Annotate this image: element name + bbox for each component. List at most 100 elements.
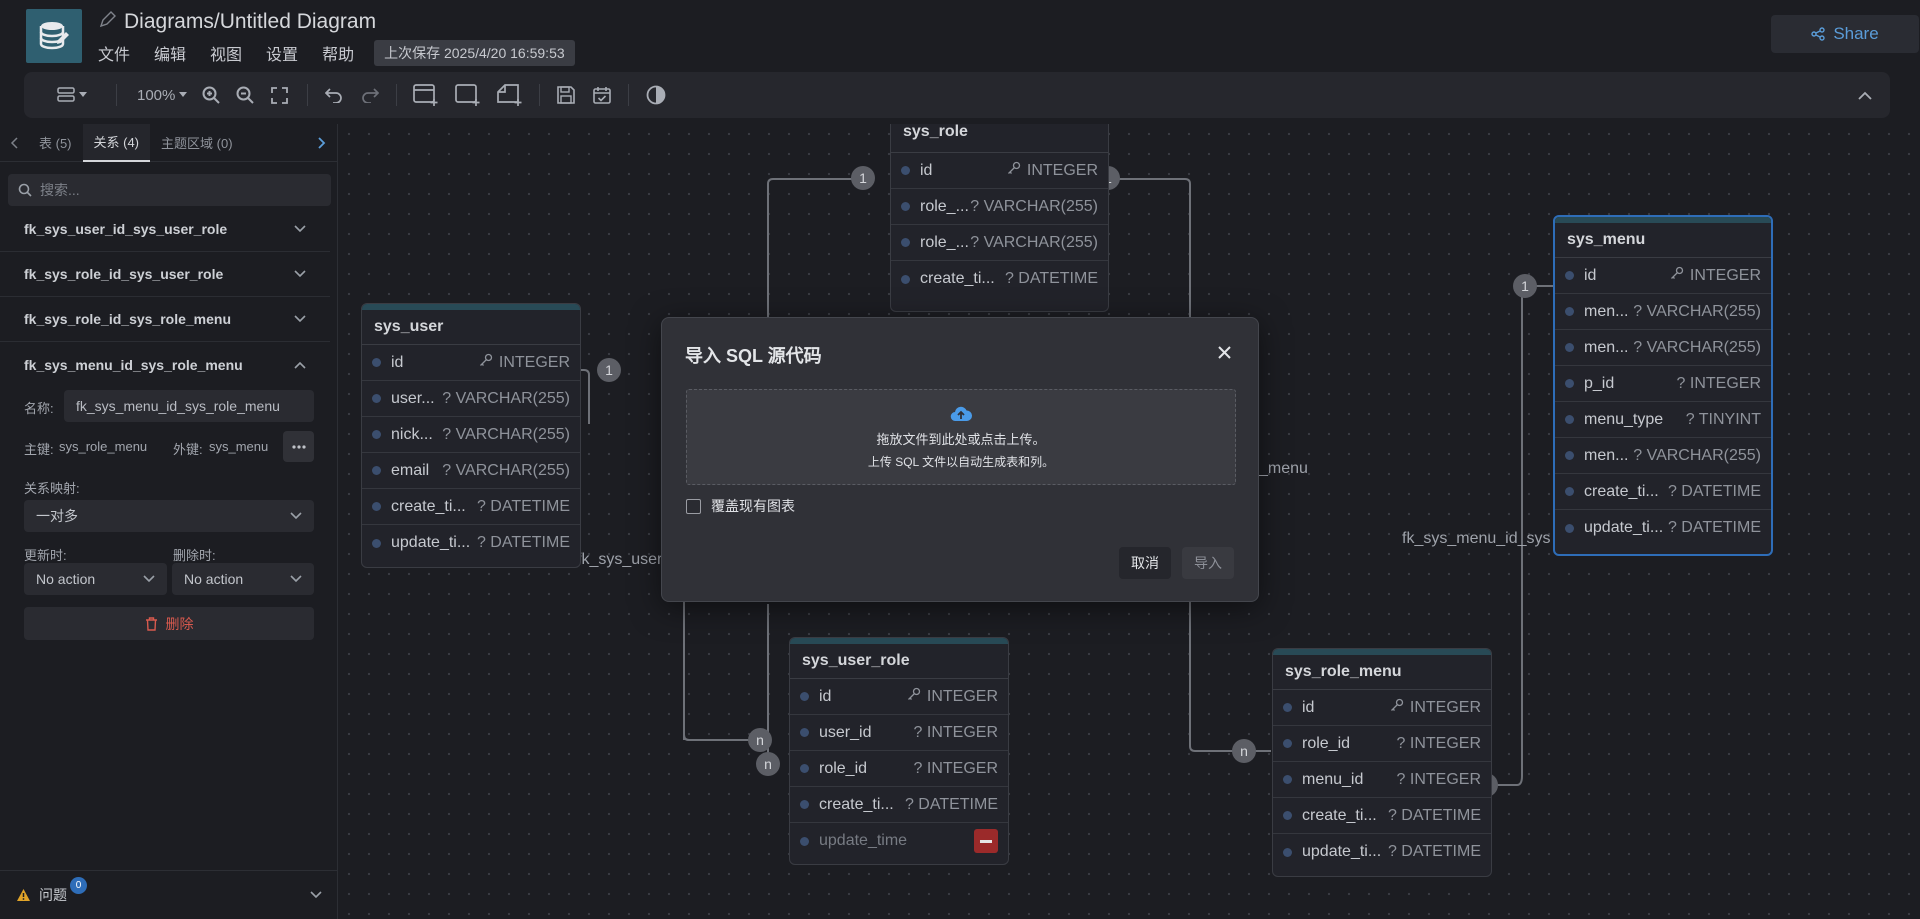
field-row[interactable]: user_id? INTEGER: [790, 715, 1008, 751]
table-sys-menu[interactable]: sys_menu id INTEGER men...? VARCHAR(255)…: [1553, 215, 1773, 556]
overwrite-checkbox-row[interactable]: 覆盖现有图表: [686, 496, 795, 516]
app-logo[interactable]: [26, 9, 82, 63]
table-sys-user-role[interactable]: sys_user_role id INTEGER user_id? INTEGE…: [789, 637, 1009, 865]
field-row[interactable]: men...? VARCHAR(255): [1555, 438, 1771, 474]
relationship-name-input[interactable]: fk_sys_menu_id_sys_role_menu: [64, 390, 314, 422]
menu-file[interactable]: 文件: [98, 47, 131, 64]
field-row[interactable]: id INTEGER: [1273, 690, 1491, 726]
chevron-up-icon: [1858, 91, 1872, 100]
share-button[interactable]: Share: [1771, 15, 1919, 53]
field-row[interactable]: update_ti...? DATETIME: [362, 525, 580, 561]
menu-help[interactable]: 帮助: [322, 47, 355, 64]
field-dot: [800, 800, 809, 809]
field-name: create_ti...: [920, 270, 995, 287]
file-dropzone[interactable]: 拖放文件到此处或点击上传。 上传 SQL 文件以自动生成表和列。: [686, 389, 1236, 485]
field-row[interactable]: id INTEGER: [790, 679, 1008, 715]
field-row[interactable]: create_ti...? DATETIME: [1273, 798, 1491, 834]
field-row[interactable]: update_ti...? DATETIME: [1555, 510, 1771, 546]
zoom-select[interactable]: 100%: [137, 87, 188, 104]
relationship-item[interactable]: fk_sys_role_id_sys_user_role: [0, 252, 330, 297]
field-row[interactable]: men...? VARCHAR(255): [1555, 330, 1771, 366]
menu-settings[interactable]: 设置: [266, 47, 299, 64]
tab-relationships[interactable]: 关系 (4): [82, 123, 151, 162]
table-sys-role[interactable]: sys_role id INTEGER role_...? VARCHAR(25…: [890, 124, 1109, 312]
close-button[interactable]: [1214, 342, 1234, 362]
more-options-button[interactable]: [283, 431, 314, 462]
import-button[interactable]: 导入: [1182, 547, 1234, 579]
menu-edit[interactable]: 编辑: [154, 47, 187, 64]
tab-subject-areas[interactable]: 主题区域 (0): [161, 136, 233, 151]
field-row[interactable]: id INTEGER: [891, 153, 1108, 189]
field-row[interactable]: men...? VARCHAR(255): [1555, 294, 1771, 330]
field-row[interactable]: create_ti...? DATETIME: [891, 261, 1108, 297]
field-row[interactable]: role_...? VARCHAR(255): [891, 189, 1108, 225]
field-dot: [1565, 487, 1574, 496]
field-row[interactable]: role_id? INTEGER: [1273, 726, 1491, 762]
table-sys-user[interactable]: sys_user id INTEGER user...? VARCHAR(255…: [361, 303, 581, 568]
diagram-title[interactable]: Diagrams/Untitled Diagram: [124, 10, 377, 33]
add-area-button[interactable]: [455, 82, 481, 108]
cardinality-select[interactable]: 一对多: [24, 500, 314, 532]
field-dot: [1565, 271, 1574, 280]
table-sys-role-menu[interactable]: sys_role_menu id INTEGER role_id? INTEGE…: [1272, 648, 1492, 877]
layout-menu-button[interactable]: [54, 80, 90, 110]
field-row[interactable]: email? VARCHAR(255): [362, 453, 580, 489]
history-button[interactable]: [592, 85, 612, 105]
field-row[interactable]: update_time: [790, 823, 1008, 859]
sidebar: 表 (5) 关系 (4) 主题区域 (0) fk_sys_user_id_sys…: [0, 123, 338, 919]
field-row[interactable]: menu_id? INTEGER: [1273, 762, 1491, 798]
field-row[interactable]: id INTEGER: [362, 345, 580, 381]
field-type: ? VARCHAR(255): [1633, 338, 1761, 356]
relationship-item-expanded[interactable]: fk_sys_menu_id_sys_role_menu: [0, 342, 330, 387]
overwrite-checkbox[interactable]: [686, 498, 701, 514]
search-input[interactable]: [40, 182, 320, 198]
caret-down-icon: [179, 92, 188, 97]
field-dot: [800, 764, 809, 773]
tabs-scroll-right[interactable]: [306, 124, 338, 162]
field-row[interactable]: id INTEGER: [1555, 258, 1771, 294]
key-icon: [1390, 698, 1404, 717]
relationship-item[interactable]: fk_sys_role_id_sys_role_menu: [0, 297, 330, 342]
field-name: create_ti...: [391, 497, 466, 515]
zoom-out-button[interactable]: [235, 85, 255, 105]
field-row[interactable]: create_ti...? DATETIME: [362, 489, 580, 525]
field-row[interactable]: create_ti...? DATETIME: [1555, 474, 1771, 510]
field-name: update_ti...: [1302, 843, 1382, 860]
tabs-scroll-left[interactable]: [0, 124, 28, 162]
redo-button[interactable]: [360, 85, 380, 105]
add-note-button[interactable]: [497, 82, 523, 108]
dropzone-secondary-text: 上传 SQL 文件以自动生成表和列。: [867, 454, 1055, 469]
field-name: id: [1302, 698, 1315, 716]
field-dot: [1565, 307, 1574, 316]
field-row[interactable]: create_ti...? DATETIME: [790, 787, 1008, 823]
zoom-in-button[interactable]: [201, 85, 221, 105]
fit-screen-button[interactable]: [269, 85, 289, 105]
tab-tables[interactable]: 表 (5): [39, 136, 72, 151]
search-box[interactable]: [8, 174, 331, 206]
save-button[interactable]: [556, 85, 576, 105]
field-row[interactable]: user...? VARCHAR(255): [362, 381, 580, 417]
remove-field-button[interactable]: [974, 829, 998, 853]
issues-panel[interactable]: 问题 0: [0, 870, 338, 919]
add-note-icon: [497, 84, 522, 106]
on-delete-select[interactable]: No action: [172, 563, 314, 595]
menu-view[interactable]: 视图: [210, 47, 243, 64]
relationship-item[interactable]: fk_sys_user_id_sys_user_role: [0, 207, 330, 252]
edit-title-icon[interactable]: [98, 10, 116, 34]
warning-icon: [17, 889, 30, 901]
add-table-button[interactable]: [413, 82, 439, 108]
field-row[interactable]: menu_type? TINYINT: [1555, 402, 1771, 438]
on-update-select[interactable]: No action: [24, 563, 167, 595]
field-dot: [800, 836, 809, 846]
theme-toggle-button[interactable]: [645, 84, 667, 106]
field-row[interactable]: update_ti...? DATETIME: [1273, 834, 1491, 870]
cancel-button[interactable]: 取消: [1119, 547, 1171, 579]
field-row[interactable]: role_id? INTEGER: [790, 751, 1008, 787]
field-row[interactable]: nick...? VARCHAR(255): [362, 417, 580, 453]
field-row[interactable]: role_...? VARCHAR(255): [891, 225, 1108, 261]
toolbar-divider: [396, 84, 398, 106]
delete-relationship-button[interactable]: 删除: [24, 607, 314, 640]
field-row[interactable]: p_id? INTEGER: [1555, 366, 1771, 402]
collapse-toolbar-button[interactable]: [1856, 86, 1874, 104]
undo-button[interactable]: [324, 85, 344, 105]
